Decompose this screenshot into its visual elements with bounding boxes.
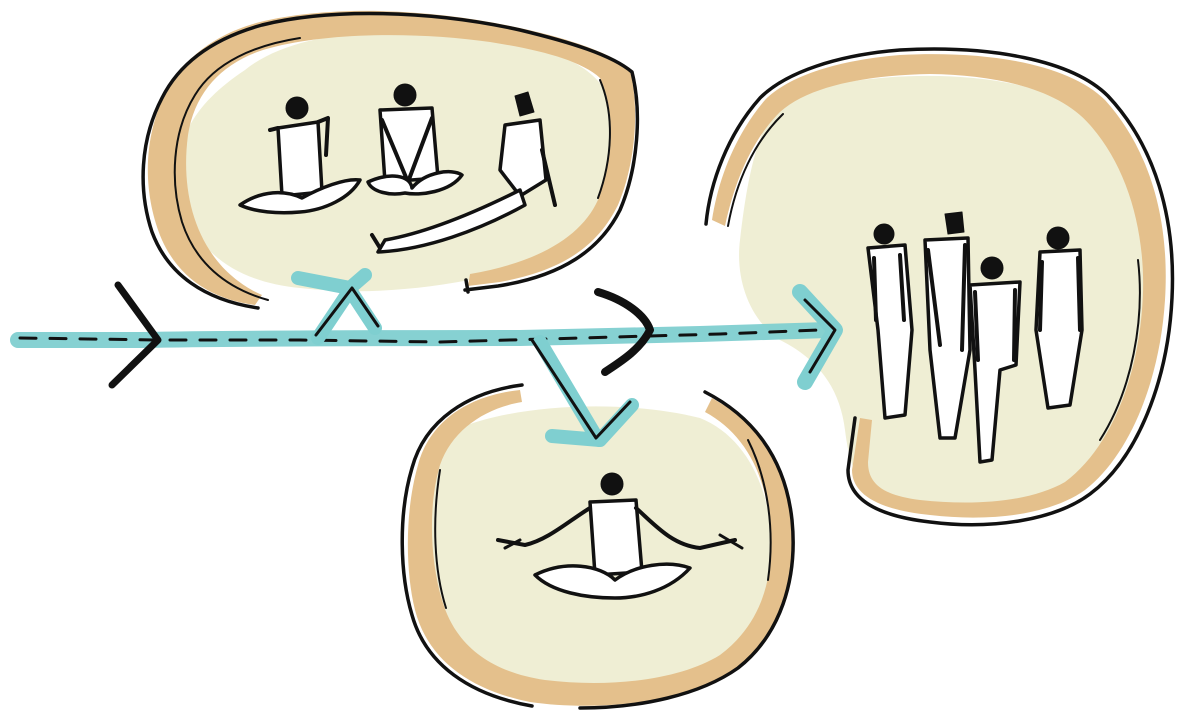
top-pocket [143,11,637,308]
main-path-arrow [18,292,835,382]
standing-person-icon [1036,227,1082,408]
right-pocket [706,49,1172,525]
